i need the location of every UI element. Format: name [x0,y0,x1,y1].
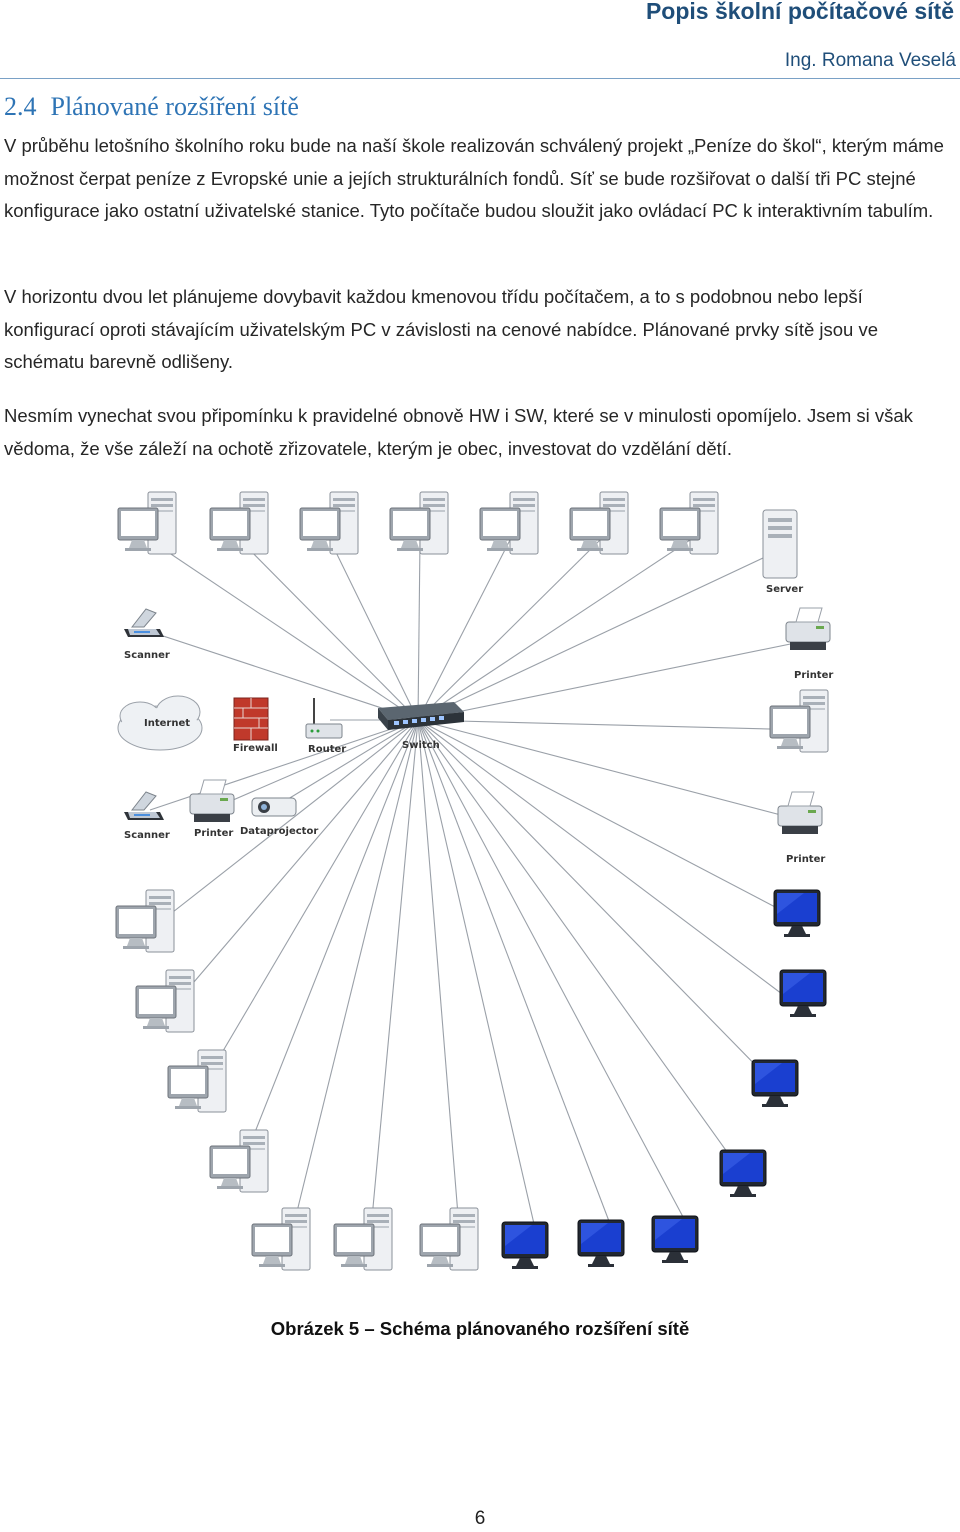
printer-label-3: Printer [786,854,825,865]
switch-icon [378,702,464,730]
scanner-label: Scanner [124,650,170,661]
planned-workstation-icon [719,1149,767,1198]
server-icon [762,509,798,579]
scanner-icon [123,791,165,821]
planned-workstation-icon [501,1221,549,1270]
planned-workstation-icon [773,889,821,938]
printer-icon [189,779,235,823]
paragraph-3: Nesmím vynechat svou připomínku k pravid… [4,405,913,459]
figure-caption: Obrázek 5 – Schéma plánovaného rozšíření… [270,1318,690,1339]
workstation-icon [569,491,629,555]
workstation-icon [419,1207,479,1271]
scanner-icon [123,608,165,638]
router-label: Router [308,744,346,755]
firewall-icon [233,697,269,741]
planned-workstation-icon [779,969,827,1018]
workstation-icon [209,491,269,555]
workstation-icon [333,1207,393,1271]
header-author: Ing. Romana Veselá [784,50,956,71]
workstation-icon [389,491,449,555]
section-title: Plánované rozšíření sítě [50,92,299,121]
header-title: Popis školní počítačové sítě [645,0,954,24]
network-diagram: Server Scanner Printer Internet Firewall… [115,491,833,1271]
workstation-icon [769,689,829,753]
printer-icon [777,791,823,835]
planned-workstation-icon [651,1215,699,1264]
workstation-icon [479,491,539,555]
workstation-icon [659,491,719,555]
printer-icon [785,607,831,651]
internet-label: Internet [144,718,190,729]
section-heading: 2.4 Plánované rozšíření sítě [4,92,299,122]
workstation-icon [115,889,175,953]
internet-cloud-icon [117,695,203,751]
workstation-icon [209,1129,269,1193]
printer-label-2: Printer [194,828,233,839]
workstation-icon [299,491,359,555]
planned-workstation-icon [577,1219,625,1268]
workstation-icon [167,1049,227,1113]
workstation-icon [251,1207,311,1271]
planned-workstation-icon [751,1059,799,1108]
dataprojector-icon [251,797,297,817]
paragraph-2: V horizontu dvou let plánujeme dovybavit… [4,286,879,372]
connection-lines [144,539,811,1251]
section-number: 2.4 [4,92,37,121]
server-label: Server [766,584,803,595]
page-number: 6 [474,1508,486,1529]
printer-label: Printer [794,670,833,681]
dataprojector-label: Dataprojector [240,826,318,837]
router-icon [305,698,343,739]
scanner-label-2: Scanner [124,830,170,841]
header-rule [0,78,960,79]
switch-label: Switch [402,740,440,751]
firewall-label: Firewall [233,743,278,754]
workstation-icon [135,969,195,1033]
workstation-icon [117,491,177,555]
paragraph-1: V průběhu letošního školního roku bude n… [4,135,944,221]
